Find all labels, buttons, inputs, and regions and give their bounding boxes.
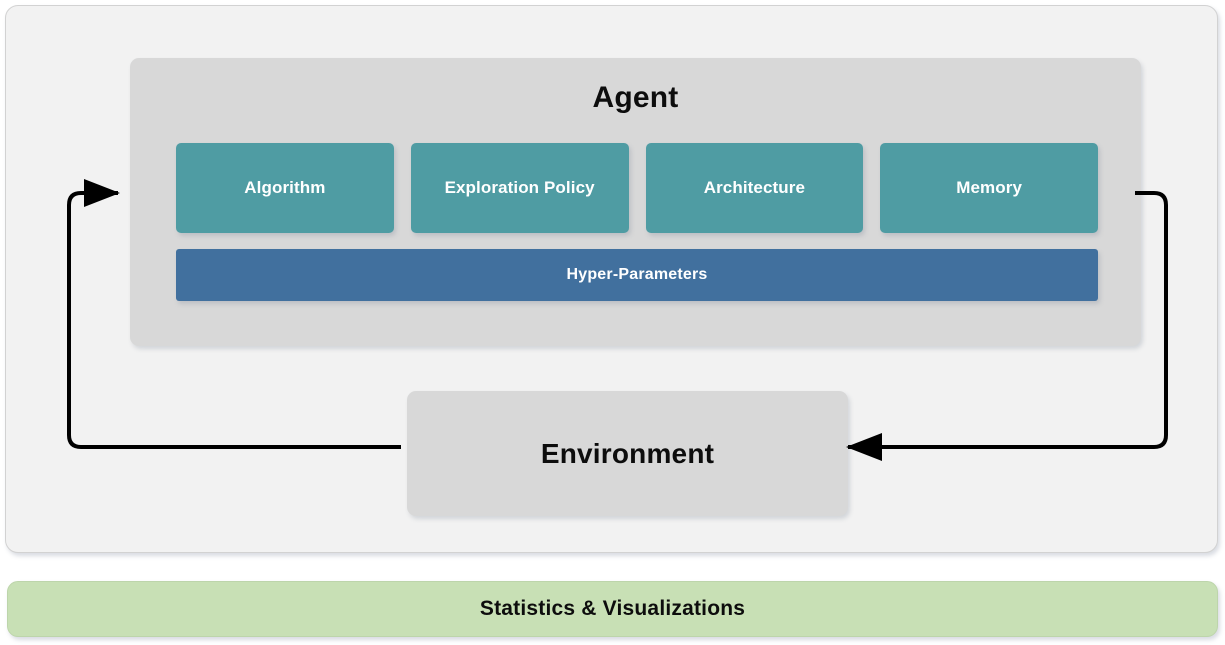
agent-component-exploration-policy-label: Exploration Policy	[444, 178, 595, 197]
statistics-visualizations-label: Statistics & Visualizations	[479, 597, 746, 620]
hyper-parameters-label: Hyper-Parameters	[566, 266, 708, 283]
agent-component-row: Algorithm Exploration Policy Architectur…	[176, 143, 1098, 233]
agent-block[interactable]: Agent Algorithm Exploration Policy Archi…	[130, 58, 1141, 346]
agent-component-architecture[interactable]: Architecture	[645, 143, 864, 233]
agent-component-architecture-label: Architecture	[703, 178, 806, 197]
agent-component-memory-label: Memory	[956, 178, 1023, 197]
environment-label: Environment	[540, 437, 715, 469]
agent-title: Agent	[592, 81, 679, 114]
statistics-visualizations-bar[interactable]: Statistics & Visualizations	[7, 581, 1218, 637]
hyper-parameters-bar[interactable]: Hyper-Parameters	[176, 249, 1098, 301]
agent-component-algorithm[interactable]: Algorithm	[176, 143, 394, 233]
environment-block[interactable]: Environment	[407, 391, 848, 516]
agent-component-memory[interactable]: Memory	[880, 143, 1098, 233]
rl-loop-panel: Agent Algorithm Exploration Policy Archi…	[5, 5, 1218, 553]
agent-component-algorithm-label: Algorithm	[244, 178, 326, 197]
agent-component-exploration-policy[interactable]: Exploration Policy	[410, 143, 629, 233]
